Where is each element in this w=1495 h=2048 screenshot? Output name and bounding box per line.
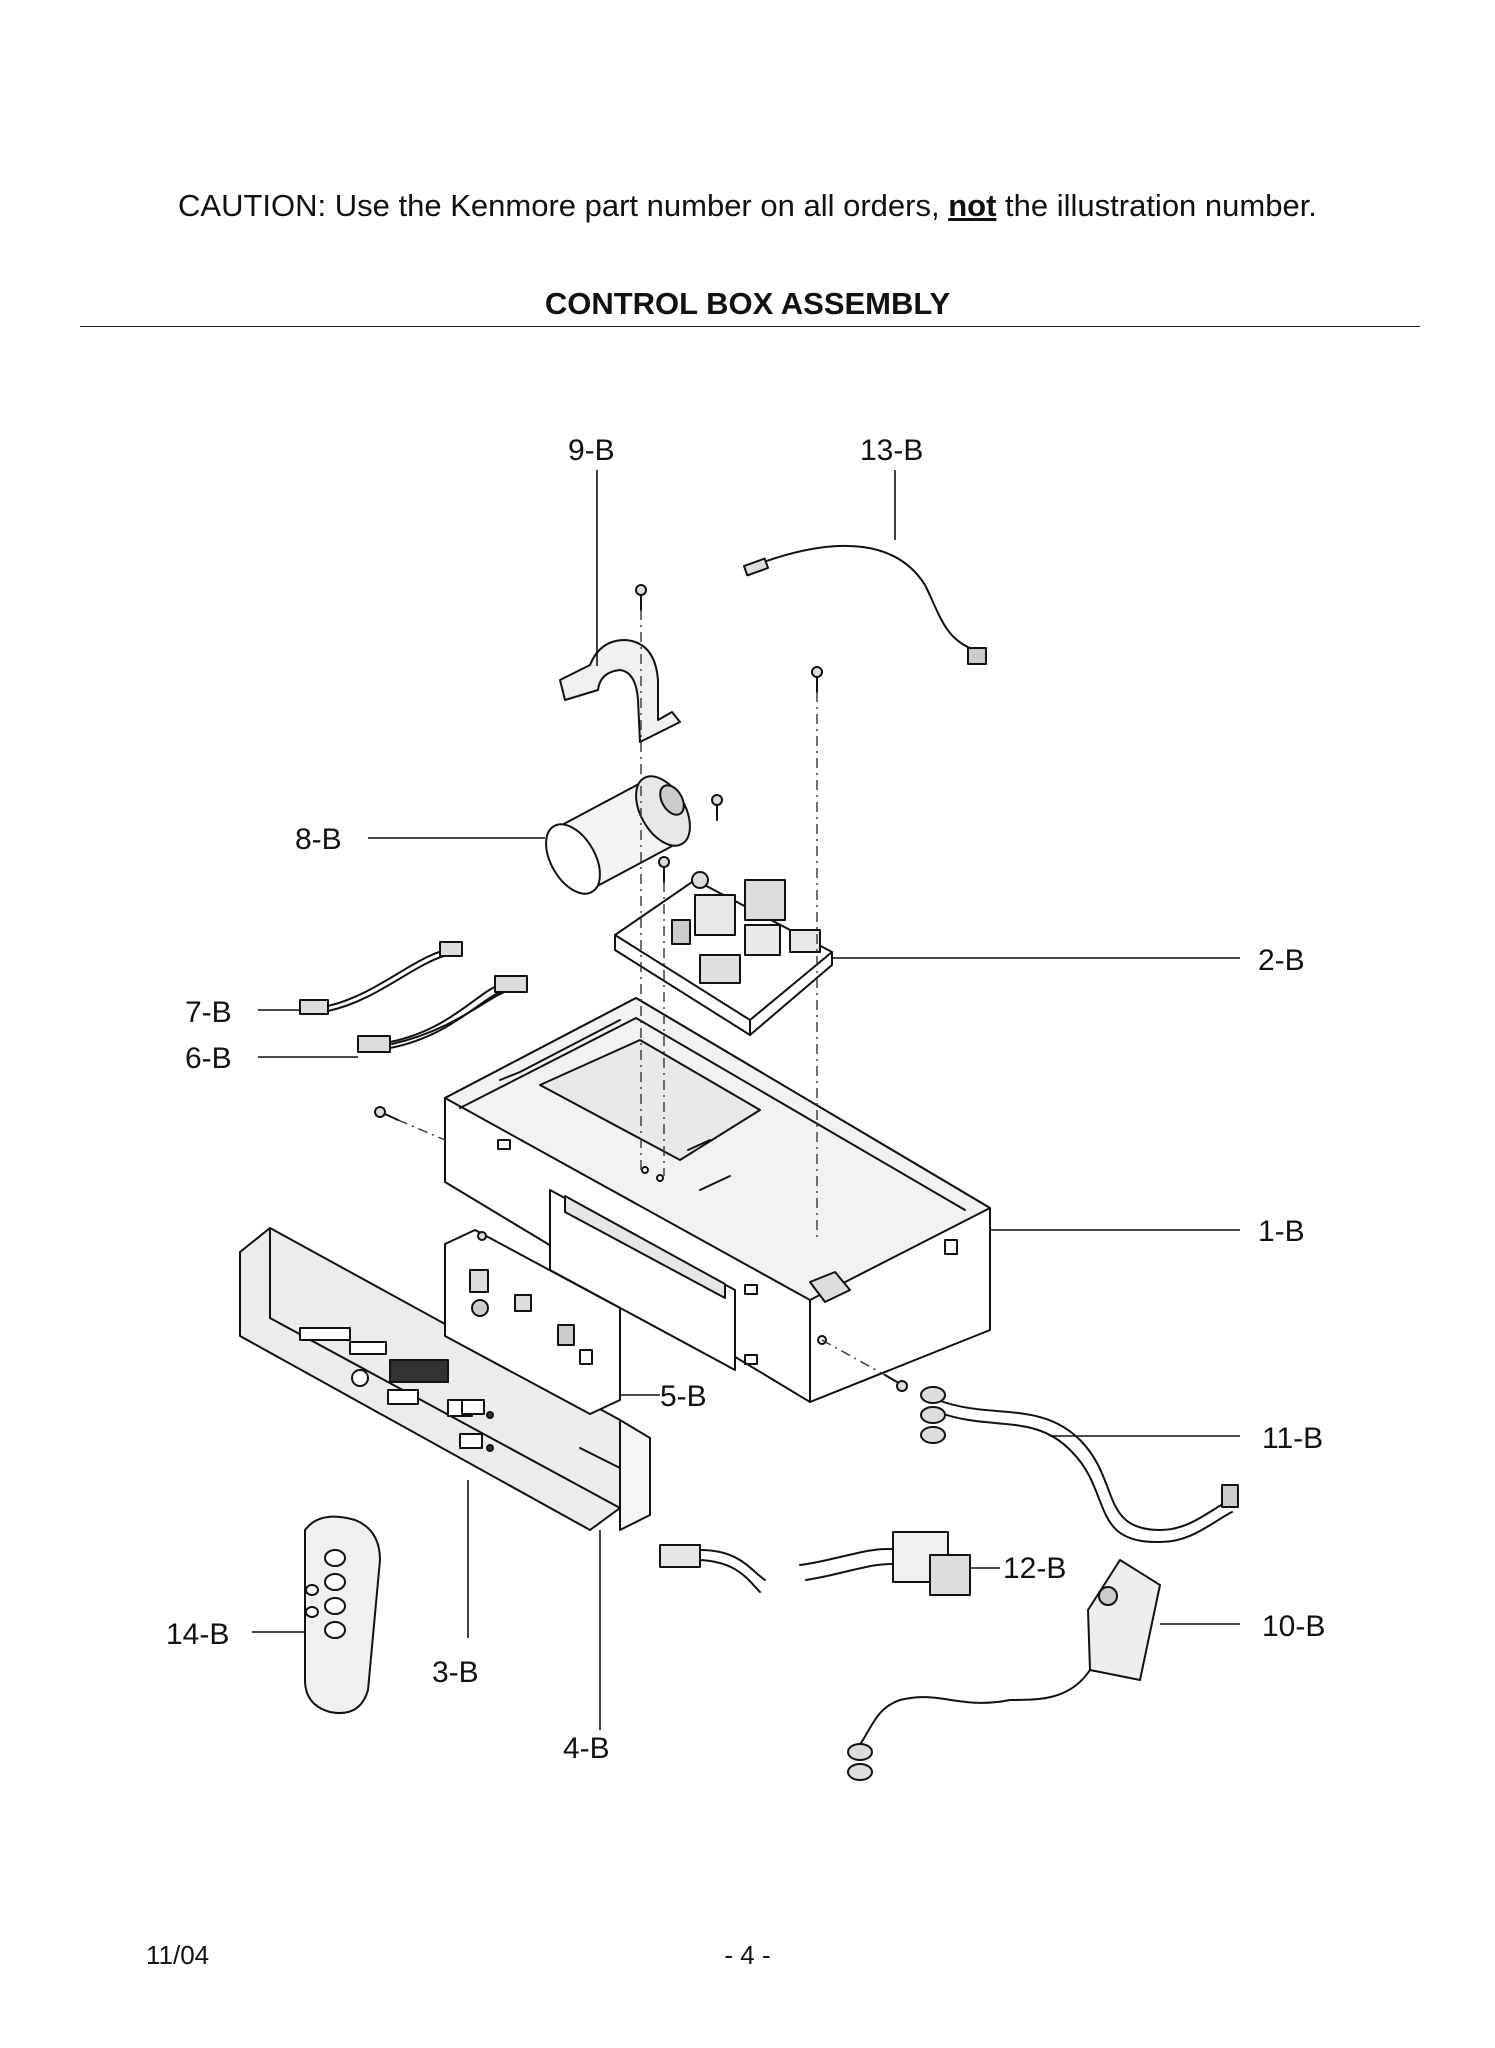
callout-3b: 3-B xyxy=(432,1656,479,1689)
control-box-housing xyxy=(444,997,991,1403)
power-plug xyxy=(847,1559,1161,1781)
callout-6b: 6-B xyxy=(185,1042,232,1075)
footer-date: 11/04 xyxy=(146,1940,210,1970)
callout-10b: 10-B xyxy=(1262,1610,1325,1643)
control-panel xyxy=(239,1227,651,1531)
page-number: - 4 - xyxy=(724,1940,771,1970)
harness-short xyxy=(299,941,463,1015)
thermistor-sensor xyxy=(742,557,770,577)
main-pcb xyxy=(614,871,833,1036)
callout-5b: 5-B xyxy=(660,1380,707,1413)
section-title: CONTROL BOX ASSEMBLY xyxy=(544,286,951,321)
callout-4b: 4-B xyxy=(563,1732,610,1765)
callout-13b: 13-B xyxy=(860,434,923,467)
callout-11b: 11-B xyxy=(1262,1422,1323,1455)
caution-notice: CAUTION: Use the Kenmore part number on … xyxy=(0,188,1495,224)
caution-emphasis: not xyxy=(948,188,997,223)
capacitor-bracket xyxy=(559,639,681,743)
thermistor-connector xyxy=(967,647,987,665)
callout-14b: 14-B xyxy=(166,1618,229,1651)
harness-long xyxy=(357,975,528,1053)
callout-7b: 7-B xyxy=(185,996,232,1029)
display-pcb xyxy=(444,1229,621,1415)
remote-control xyxy=(304,1515,381,1714)
title-rule xyxy=(80,326,1420,327)
caution-suffix: the illustration number. xyxy=(1005,188,1317,223)
callout-9b: 9-B xyxy=(568,434,615,467)
callout-1b: 1-B xyxy=(1258,1215,1305,1248)
power-cord-harness xyxy=(920,1386,1239,1544)
screws xyxy=(374,584,908,1392)
connector-harness xyxy=(659,1531,971,1596)
capacitor xyxy=(545,775,691,895)
callout-8b: 8-B xyxy=(295,823,342,856)
callout-2b: 2-B xyxy=(1258,944,1305,977)
thermistor-wire xyxy=(749,544,976,651)
caution-prefix: CAUTION: Use the Kenmore part number on … xyxy=(178,188,940,223)
callout-12b: 12-B xyxy=(1003,1552,1066,1585)
